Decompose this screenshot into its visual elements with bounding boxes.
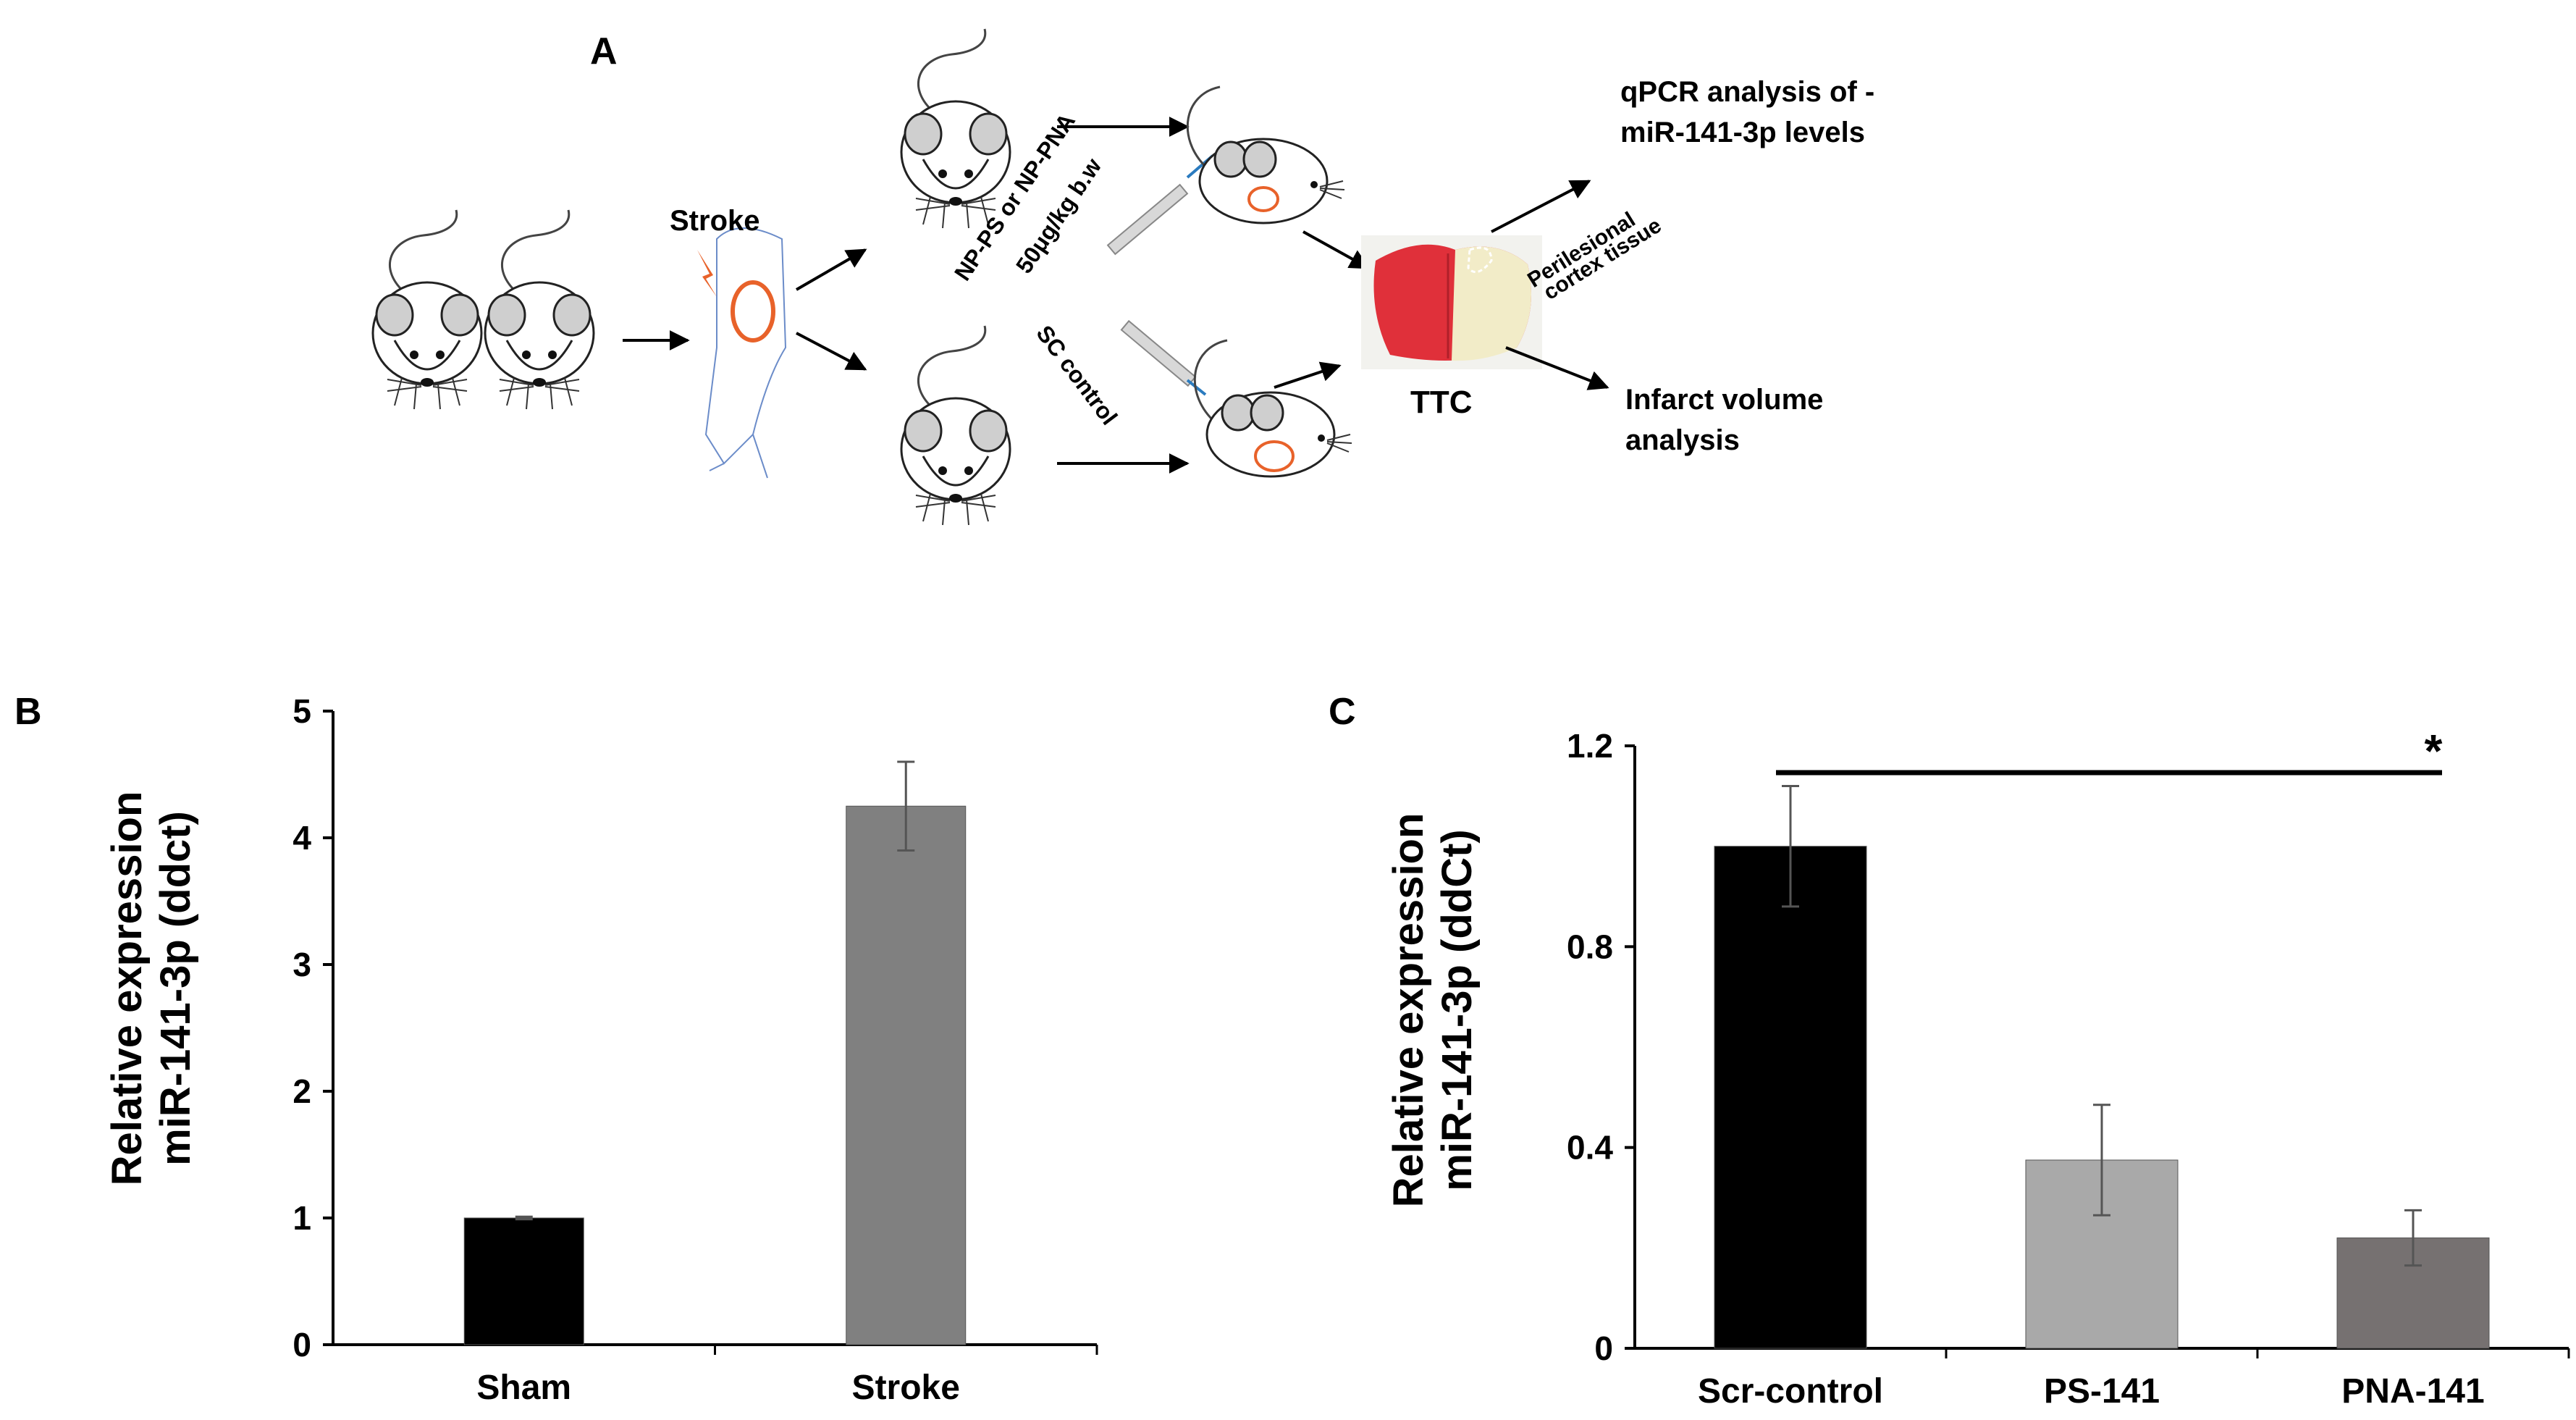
ttc-label: TTC xyxy=(1410,385,1473,420)
control-label: SC control xyxy=(1031,321,1122,430)
panel-b: B Relative expression miR-141-3p (ddct) … xyxy=(14,691,1098,1407)
lesion-mark xyxy=(731,280,775,343)
arrow-to-treated xyxy=(795,248,867,291)
injected-mouse-treated xyxy=(1186,85,1346,224)
naive-mouse-1 xyxy=(371,209,483,411)
bar xyxy=(1714,846,1867,1349)
y-tick-label: 0 xyxy=(292,1326,311,1364)
stroke-mouse-illustration xyxy=(697,227,787,479)
lesion-mark xyxy=(1247,186,1279,212)
stroke-label: Stroke xyxy=(670,205,760,237)
panel-label-c: C xyxy=(1329,691,1356,733)
y-tick-label: 0.8 xyxy=(1567,928,1613,965)
y-axis-label-c-line2: miR-141-3p (ddCt) xyxy=(1434,829,1481,1190)
x-tick-label: PNA-141 xyxy=(2341,1372,2484,1411)
panel-label-a: A xyxy=(590,30,618,72)
panel-label-b: B xyxy=(14,691,42,733)
arrow-to-qpcr xyxy=(1491,180,1591,233)
y-tick-label: 1.2 xyxy=(1567,727,1613,765)
y-axis-label-b-line1: Relative expression xyxy=(104,791,151,1186)
lightning-icon xyxy=(697,250,717,297)
panel-c: C Relative expression miR-141-3p (ddCt) … xyxy=(1329,691,2570,1411)
injected-mouse-control xyxy=(1193,339,1353,478)
naive-mouse-2 xyxy=(484,209,595,411)
y-tick-label: 5 xyxy=(292,692,311,730)
y-tick-label: 1 xyxy=(292,1199,311,1237)
lesion-mark xyxy=(1254,440,1295,472)
panel-a: A Stroke NP-PS or NP-PNA 50μg/kg b.w xyxy=(371,28,1874,526)
control-group-mouse xyxy=(900,324,1011,526)
ttc-brain-slice-image xyxy=(1361,235,1542,369)
y-tick-label: 4 xyxy=(292,819,311,857)
arrow-to-ttc-2 xyxy=(1274,361,1342,389)
y-tick-label: 2 xyxy=(292,1072,311,1110)
y-axis-label-c-line1: Relative expression xyxy=(1385,813,1432,1208)
y-tick-label: 0 xyxy=(1594,1329,1613,1367)
x-tick-label: PS-141 xyxy=(2044,1372,2160,1411)
qpcr-label-line1: qPCR analysis of - xyxy=(1620,76,1874,108)
x-tick-label: Scr-control xyxy=(1698,1372,1883,1411)
x-tick-label: Sham xyxy=(476,1369,571,1407)
treated-group-mouse xyxy=(900,28,1011,230)
arrow-to-ttc-1 xyxy=(1302,230,1371,269)
bar xyxy=(463,1217,584,1345)
x-tick-label: Stroke xyxy=(852,1369,960,1407)
significance-marker: * xyxy=(2425,725,2443,777)
infarct-label-line2: analysis xyxy=(1625,424,1740,456)
infarct-label-line1: Infarct volume xyxy=(1625,384,1823,416)
syringe-icon xyxy=(1106,154,1214,256)
arrow-to-control xyxy=(796,332,867,371)
qpcr-label-line2: miR-141-3p levels xyxy=(1620,117,1865,148)
y-tick-label: 0.4 xyxy=(1567,1129,1613,1167)
y-axis-label-b-line2: miR-141-3p (ddct) xyxy=(152,811,199,1166)
arrow-to-infarct xyxy=(1505,346,1609,390)
y-tick-label: 3 xyxy=(292,946,311,983)
bar xyxy=(846,805,967,1345)
syringe-icon xyxy=(1120,319,1207,396)
